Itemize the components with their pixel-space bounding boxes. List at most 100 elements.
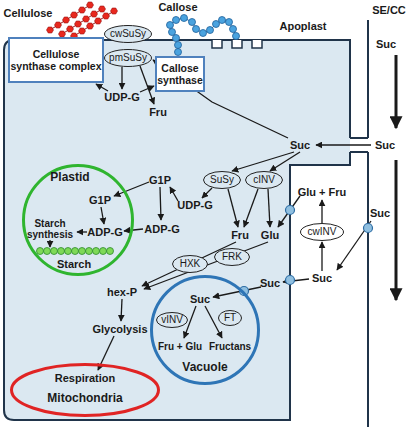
outline-ellipse	[215, 249, 250, 266]
arrow	[244, 189, 258, 227]
node-text: Respiration	[55, 372, 116, 385]
enzyme-ellipse: FT	[218, 310, 242, 326]
metabolite-label: Suc	[370, 207, 390, 219]
phloem-flow-arrow	[395, 160, 398, 300]
glucose-unit	[47, 27, 54, 33]
arrow	[170, 187, 178, 201]
compartment-label: Apoplast	[279, 20, 326, 32]
process-label: Glycolysis	[92, 323, 147, 335]
arrow	[268, 189, 270, 227]
arrow	[140, 86, 154, 92]
arrow	[121, 67, 122, 89]
node-text: Cellulose synthase complex	[10, 48, 102, 72]
process-label: Starch synthesis	[24, 218, 76, 240]
metabolite-label: Fru + Glu	[158, 341, 202, 352]
enzyme-ellipse: pmSuSy	[104, 49, 152, 67]
starch-unit	[58, 248, 65, 255]
callose-unit	[226, 19, 233, 26]
arrow	[49, 240, 50, 247]
arrow	[316, 144, 371, 145]
starch-unit	[44, 248, 51, 255]
metabolite-label: Suc	[312, 272, 332, 284]
glucose-unit	[75, 21, 82, 27]
callose-unit	[173, 17, 180, 24]
arrow	[205, 306, 222, 338]
mitochondria-organelle: RespirationMitochondria	[10, 363, 160, 417]
metabolite-label: hex-P	[107, 286, 137, 298]
outline-ellipse	[105, 26, 152, 43]
node-text: cINV	[253, 174, 275, 186]
starch-unit	[51, 248, 58, 255]
transporters	[240, 206, 373, 296]
callose-unit	[175, 49, 182, 56]
vacuole-organelle: VacuolevINVFT	[150, 275, 260, 385]
outline-ellipse	[152, 277, 259, 384]
callose-unit	[233, 33, 240, 40]
cell-fill	[4, 40, 350, 420]
metabolite-label: Glu	[261, 229, 279, 241]
glucose-unit	[71, 12, 78, 18]
arrow	[96, 84, 108, 91]
enzyme-ellipse: FRK	[214, 248, 250, 266]
complex-box: Callose synthase	[155, 56, 205, 92]
outline-ellipse	[219, 311, 242, 326]
node-text: HXK	[180, 258, 201, 270]
arrow	[160, 187, 161, 220]
transporter	[286, 276, 295, 285]
metabolite-label: ADP-G	[87, 226, 122, 238]
metabolite-label: G1P	[89, 194, 111, 206]
glucose-unit	[111, 8, 118, 14]
transporter	[286, 206, 295, 215]
callose-backbone	[170, 18, 236, 52]
metabolite-label: Glu + Fru	[298, 186, 347, 198]
metabolite-label: Fru	[231, 229, 249, 241]
node-text: cwSuSy	[110, 28, 146, 40]
phloem-flow-arrow	[395, 55, 398, 128]
starch-unit	[72, 248, 79, 255]
node-text: FRK	[222, 251, 242, 263]
outline-shape	[10, 363, 160, 417]
starch-chain	[37, 248, 114, 255]
callose-unit	[167, 22, 174, 29]
glucose-unit	[79, 7, 86, 13]
node-text: Plastid	[50, 171, 89, 185]
callose-unit	[219, 17, 226, 24]
metabolite-label: Suc	[376, 38, 396, 50]
glucose-unit	[99, 6, 106, 12]
glucose-unit	[67, 26, 74, 32]
enzyme-ellipse: vINV	[156, 312, 188, 328]
outline-ellipse	[173, 256, 208, 273]
outline-ellipse	[204, 172, 241, 189]
node-text: vINV	[161, 314, 183, 326]
glucose-unit	[103, 13, 110, 19]
outline-ellipse	[12, 365, 159, 416]
starch-unit	[37, 248, 44, 255]
arrow	[228, 189, 238, 227]
glucose-unit	[87, 2, 94, 8]
arrow	[124, 229, 143, 231]
metabolite-label: Suc	[290, 139, 310, 151]
callose-pore	[212, 40, 262, 48]
metabolite-label: Suc	[260, 277, 280, 289]
glucose-unit	[91, 11, 98, 17]
compartment-label: SE/CC	[372, 4, 406, 16]
arrow	[101, 207, 104, 224]
outline-ellipse	[157, 313, 188, 328]
enzyme-ellipse: HXK	[172, 255, 208, 273]
metabolite-label: Suc	[190, 293, 210, 305]
outline-ellipse	[246, 172, 283, 189]
arrow	[77, 231, 87, 232]
node-text: pmSuSy	[109, 52, 147, 64]
callose-unit	[230, 26, 237, 33]
callose-unit	[169, 29, 176, 36]
callose-unit	[175, 42, 182, 49]
enzyme-ellipse: cINV	[245, 171, 283, 189]
starch-unit	[86, 248, 93, 255]
transporter	[364, 224, 373, 233]
callose-unit	[200, 30, 207, 37]
node-text: SuSy	[210, 174, 234, 186]
arrow	[278, 196, 300, 227]
starch-unit	[107, 248, 114, 255]
structure-label: Callose	[158, 1, 197, 13]
